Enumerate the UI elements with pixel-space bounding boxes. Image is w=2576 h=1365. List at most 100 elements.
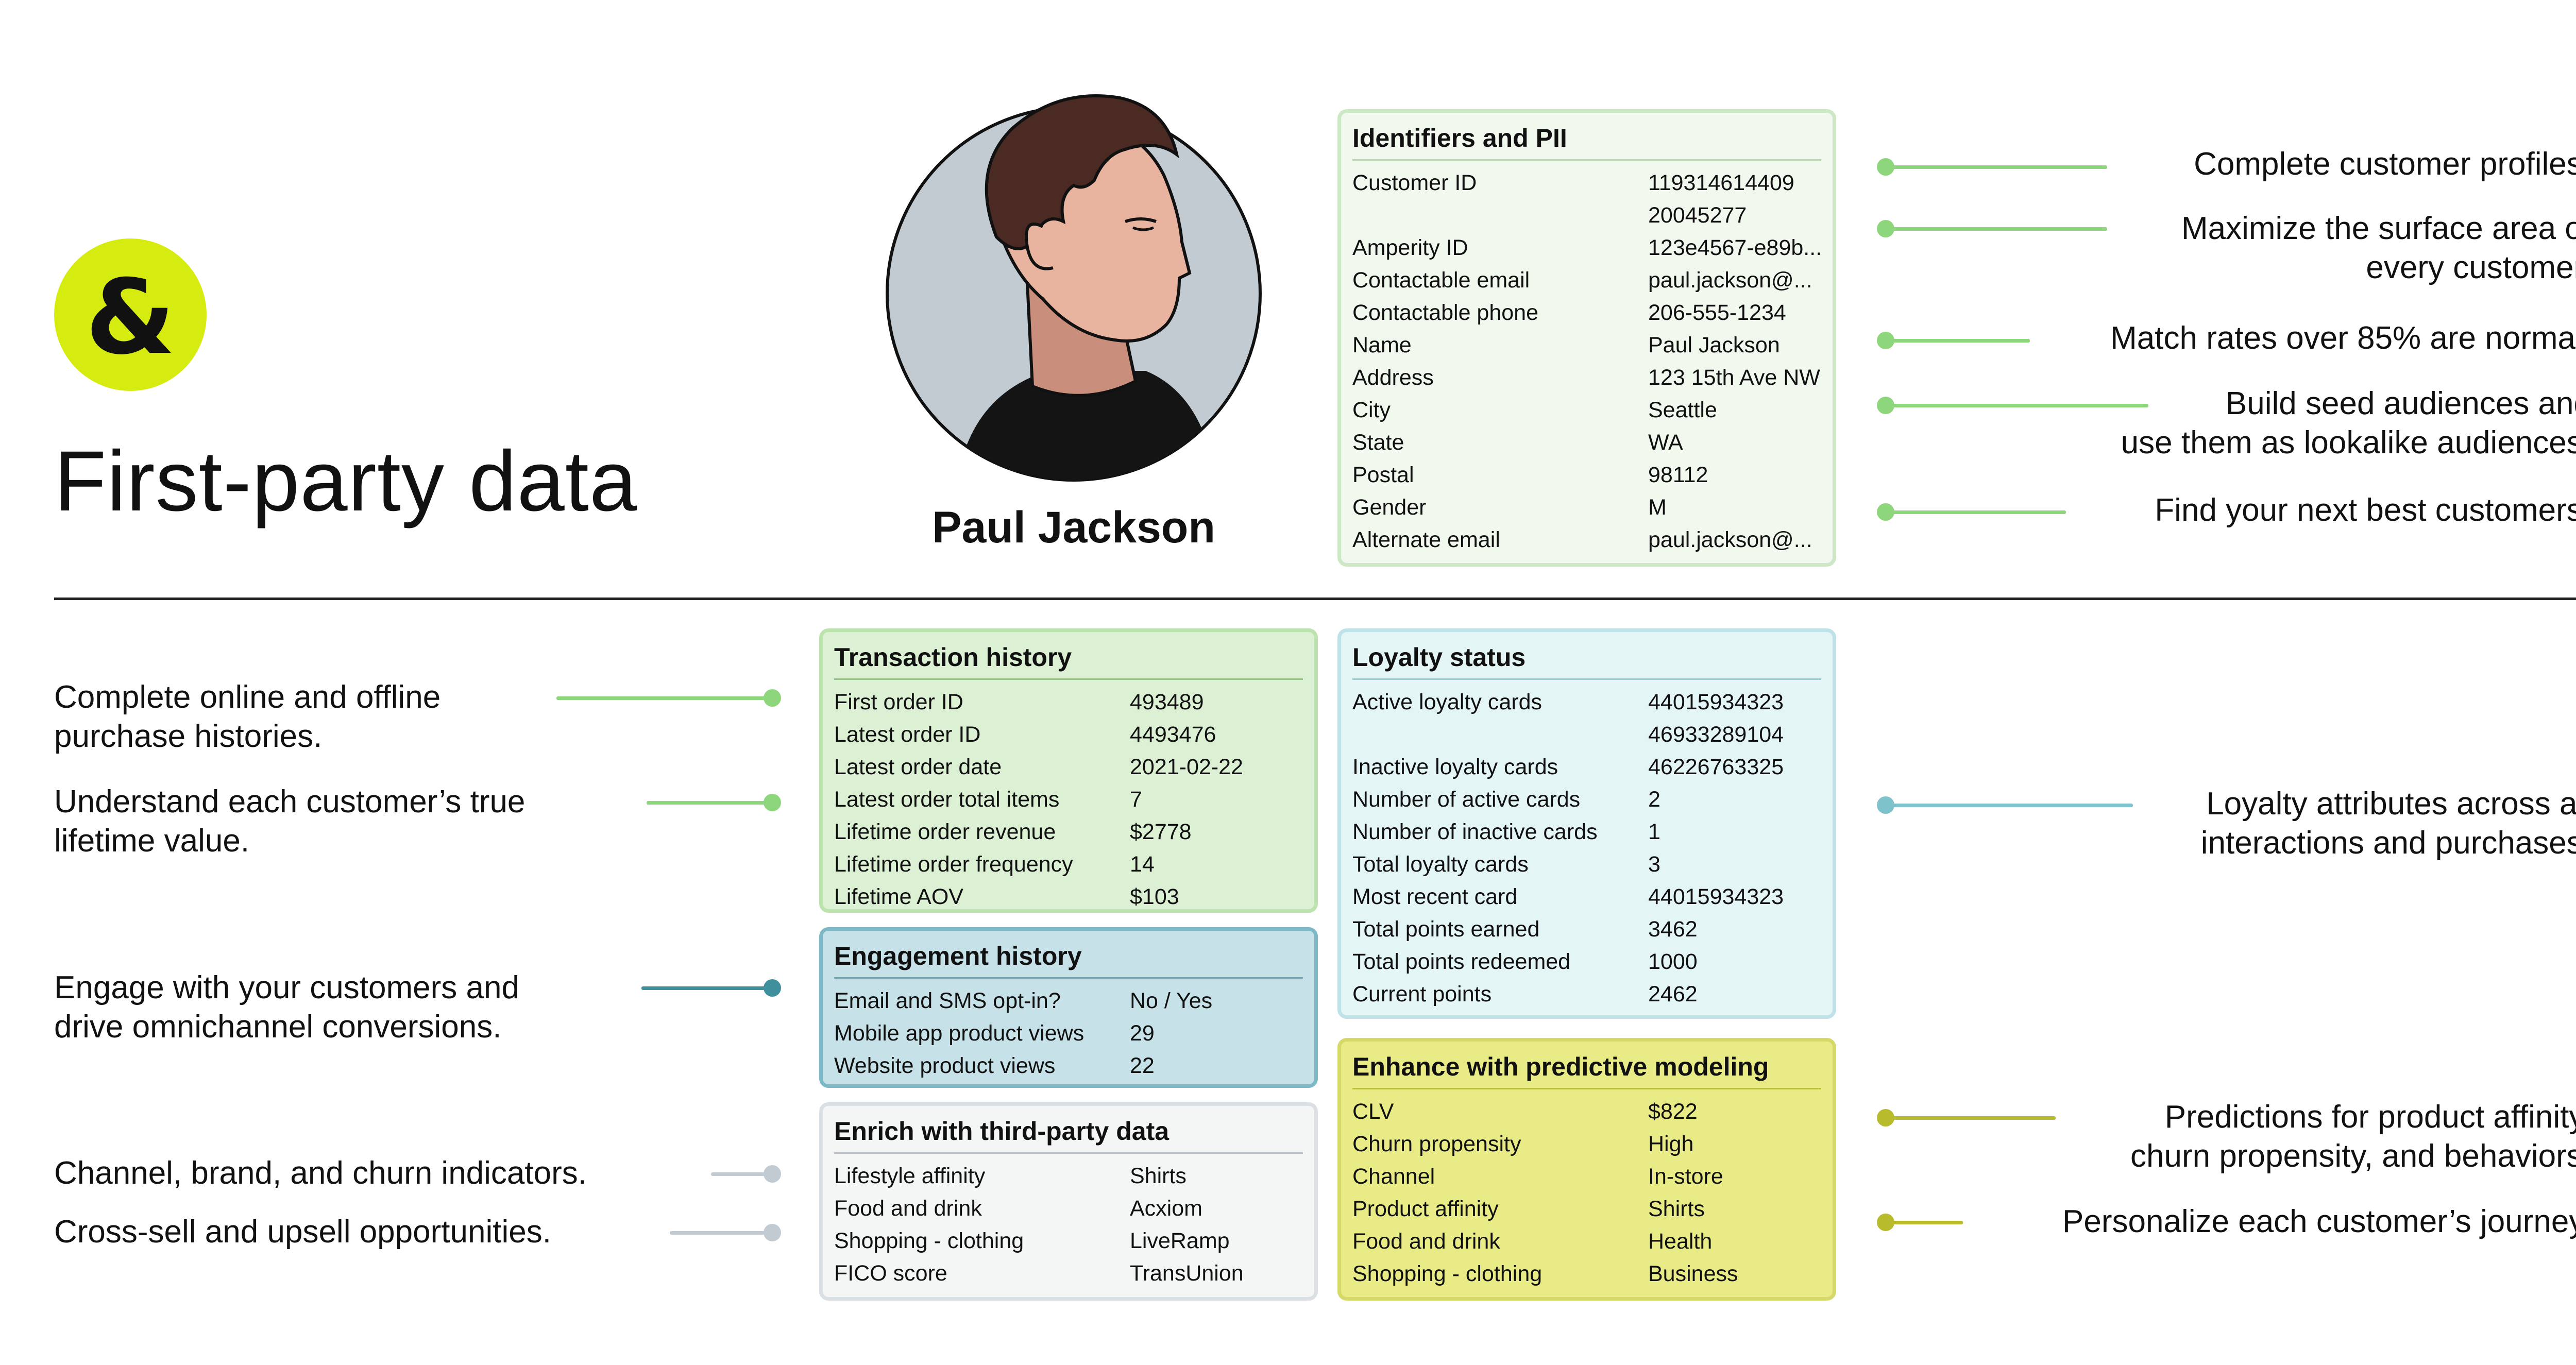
card-title: Transaction history bbox=[834, 632, 1303, 680]
annotation-dot bbox=[764, 1224, 781, 1241]
row-value: Shirts bbox=[1130, 1164, 1187, 1188]
row-value: Shirts bbox=[1648, 1197, 1705, 1221]
row-label: Customer ID bbox=[1352, 170, 1477, 195]
annotation-dot bbox=[764, 689, 781, 707]
row-value: 98112 bbox=[1648, 463, 1708, 487]
annotation-connector bbox=[1886, 1116, 2056, 1120]
card-title: Loyalty status bbox=[1352, 632, 1821, 680]
row-label: Churn propensity bbox=[1352, 1132, 1521, 1156]
annotation-connector bbox=[670, 1231, 773, 1235]
row-value: 2021-02-22 bbox=[1130, 755, 1243, 779]
row-label: Contactable phone bbox=[1352, 300, 1539, 325]
row-value: 46226763325 bbox=[1648, 755, 1784, 779]
annotation-dot bbox=[1877, 1109, 1894, 1127]
row-value: 1 bbox=[1648, 820, 1660, 844]
row-label: Mobile app product views bbox=[834, 1021, 1084, 1046]
row-value: M bbox=[1648, 495, 1667, 520]
annotation-connector bbox=[1886, 227, 2107, 231]
row-label: Number of active cards bbox=[1352, 787, 1581, 812]
row-value: No / Yes bbox=[1130, 988, 1213, 1013]
row-label: FICO score bbox=[834, 1261, 947, 1286]
row-value: 2462 bbox=[1648, 982, 1698, 1006]
row-label: Contactable email bbox=[1352, 268, 1530, 293]
annotation-dot bbox=[1877, 220, 1894, 237]
row-value: Business bbox=[1648, 1261, 1738, 1286]
row-label: City bbox=[1352, 398, 1391, 422]
row-value: Paul Jackson bbox=[1648, 333, 1780, 357]
row-label: Total points earned bbox=[1352, 917, 1540, 942]
row-label: Latest order date bbox=[834, 755, 1002, 779]
row-value: 22 bbox=[1130, 1053, 1155, 1078]
card-row: Contactable email paul.jackson@... bbox=[1352, 264, 1821, 297]
row-label: CLV bbox=[1352, 1099, 1394, 1124]
card-row: Churn propensity High bbox=[1352, 1128, 1821, 1161]
card-row: City Seattle bbox=[1352, 394, 1821, 426]
brand-logo: & bbox=[54, 238, 207, 391]
annotation-connector bbox=[641, 986, 773, 990]
row-label: Gender bbox=[1352, 495, 1427, 520]
ampersand-icon: & bbox=[86, 258, 175, 378]
row-value: High bbox=[1648, 1132, 1694, 1156]
row-value: $103 bbox=[1130, 884, 1179, 909]
card-row: Product affinity Shirts bbox=[1352, 1193, 1821, 1225]
annotation-dot bbox=[1877, 332, 1894, 349]
row-label: State bbox=[1352, 430, 1404, 455]
row-value: 3 bbox=[1648, 852, 1660, 877]
row-value: TransUnion bbox=[1130, 1261, 1244, 1286]
row-label: Lifetime order revenue bbox=[834, 820, 1056, 844]
row-value: Seattle bbox=[1648, 398, 1717, 422]
annotation-dot bbox=[1877, 503, 1894, 521]
row-value: 2 bbox=[1648, 787, 1660, 812]
row-value: In-store bbox=[1648, 1164, 1723, 1189]
annotation-text: Predictions for product affinity,churn p… bbox=[2130, 1099, 2576, 1174]
annotation-dot bbox=[1877, 1214, 1894, 1231]
card-title: Engagement history bbox=[834, 931, 1303, 979]
row-label: Alternate email bbox=[1352, 527, 1500, 552]
annotation-text: Find your next best customers. bbox=[2155, 492, 2576, 528]
row-value: 3462 bbox=[1648, 917, 1698, 942]
card-row: Lifetime order revenue$2778 bbox=[834, 816, 1303, 848]
row-label: Name bbox=[1352, 333, 1412, 357]
row-label: Amperity ID bbox=[1352, 235, 1468, 260]
annotation-dot bbox=[764, 1165, 781, 1183]
row-label: Address bbox=[1352, 365, 1434, 390]
row-value: 493489 bbox=[1130, 690, 1204, 714]
row-value: Health bbox=[1648, 1229, 1713, 1254]
section-divider bbox=[54, 598, 2576, 600]
annotation-text: Channel, brand, and churn indicators. bbox=[54, 1155, 587, 1191]
annotation-dot bbox=[1877, 397, 1894, 414]
annotation-connector bbox=[1886, 165, 2107, 169]
annotation-connector bbox=[1886, 339, 2030, 343]
row-value: 44015934323 bbox=[1648, 690, 1784, 714]
row-label: Product affinity bbox=[1352, 1197, 1499, 1221]
card-row: Latest order date 2021-02-22 bbox=[834, 751, 1303, 783]
row-label: Email and SMS opt-in? bbox=[834, 988, 1061, 1013]
row-value: paul.jackson@... bbox=[1648, 268, 1812, 293]
row-value: 1000 bbox=[1648, 949, 1698, 974]
card-row: 20045277 bbox=[1352, 199, 1821, 232]
